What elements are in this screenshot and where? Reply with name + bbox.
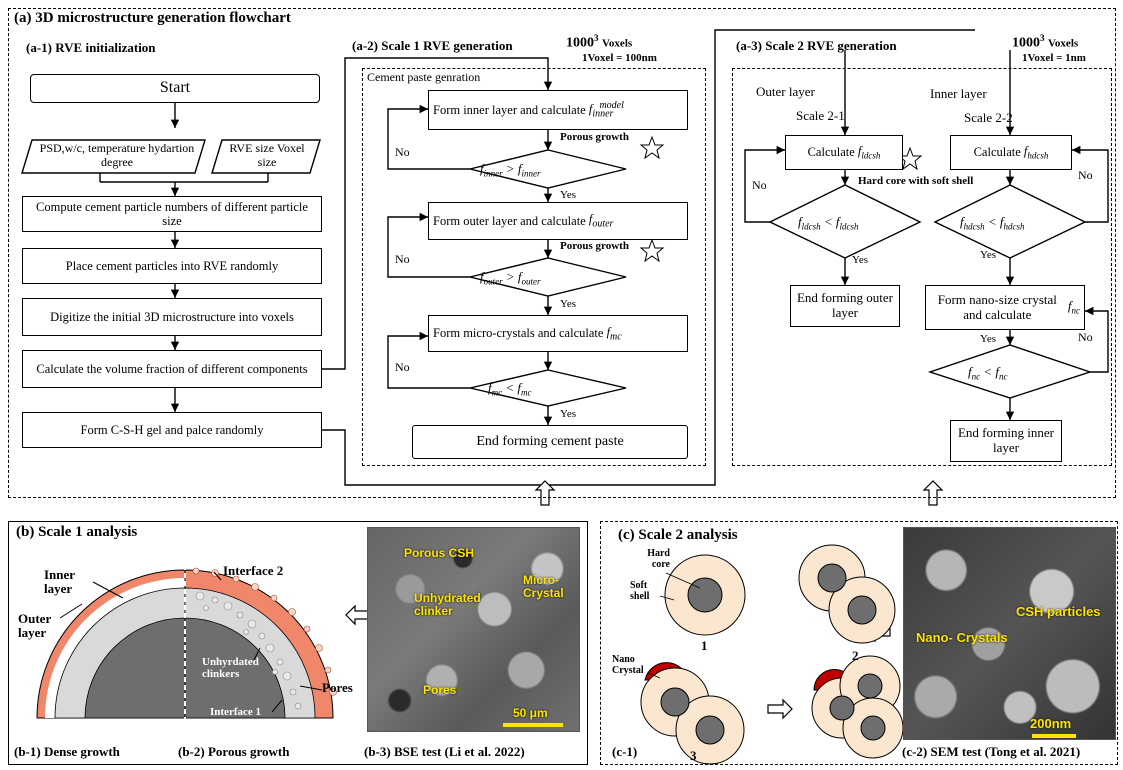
cond-outer: fouter > fouter [480, 269, 541, 287]
calc-ldcsh-box: Calculate fldcsh [785, 135, 903, 170]
form-csh-box: Form C-S-H gel and palce randomly [22, 412, 322, 448]
caption-c1: (c-1) [612, 744, 638, 759]
end-outer-box: End forming outer layer [790, 285, 900, 327]
section-b-title: (b) Scale 1 analysis [16, 524, 138, 540]
inner-layer-b-label: Inner layer [44, 567, 75, 597]
yes-label-a3-2: Yes [980, 249, 997, 261]
nano-crystals-label: Nano- Crystals [916, 630, 1008, 645]
a3-voxels: 10003 Voxels [1012, 33, 1079, 51]
number-1: 1 [701, 638, 708, 653]
hardcore-label: Hard core with soft shell [858, 175, 974, 187]
yes-label-a3-1: Yes [852, 254, 869, 266]
yes-label-3: Yes [560, 408, 577, 420]
porous-csh-label: Porous CSH [404, 546, 475, 560]
unhydrated-label: Unhyrdated clinkers [202, 656, 259, 681]
bse-photo: Porous CSH Unhydrated clinker Micro-Crys… [367, 527, 580, 732]
sem-photo: Nano- Crystals CSH particles 200nm [903, 527, 1116, 740]
caption-b3: (b-3) BSE test (Li et al. 2022) [364, 744, 525, 759]
number-3: 3 [690, 748, 697, 763]
a2-voxels: 10003 Voxels [566, 33, 633, 51]
pores-photo-label: Pores [423, 683, 457, 697]
pores-label: Pores [322, 680, 353, 695]
section-c-title: (c) Scale 2 analysis [618, 527, 738, 543]
no-label-a3-3: No [1078, 330, 1093, 344]
a2-voxel-size: 1Voxel = 100nm [582, 52, 657, 64]
a3-title: (a-3) Scale 2 RVE generation [736, 38, 897, 53]
inner-layer-label: Inner layer [930, 86, 987, 101]
end-inner-box: End forming inner layer [950, 420, 1062, 462]
cond-hdcsh: fhdcsh < fhdcsh [960, 214, 1025, 232]
cond-ldcsh: fldcsh < fldcsh [798, 214, 859, 232]
calc-hdcsh-box: Calculate fhdcsh [950, 135, 1072, 170]
no-label-a3-2: No [1078, 168, 1093, 182]
micro-crystal-label: Micro-Crystal [523, 573, 564, 601]
yes-label-2: Yes [560, 298, 577, 310]
section-c-frame [600, 521, 1118, 765]
interface2-label: Interface 2 [223, 563, 284, 578]
no-label-2: No [395, 252, 410, 266]
micro-crystal-box: Form micro-crystals and calculate fmc [428, 315, 688, 352]
cement-paste-frame [362, 68, 706, 466]
inner-layer-box: Form inner layer and calculate finnermod… [428, 90, 688, 130]
outer-layer-label: Outer layer [756, 84, 815, 99]
cement-label: Cement paste genration [367, 70, 481, 84]
unhydrated-clinker-label: Unhydrated clinker [414, 591, 481, 619]
cond-nc: fnc < fnc [968, 364, 1008, 382]
csh-particles-label: CSH particles [1016, 604, 1101, 619]
section-b-frame [8, 521, 588, 765]
star-icon [639, 238, 665, 263]
hard-core-label: Hard core [647, 548, 670, 570]
caption-c2: (c-2) SEM test (Tong et al. 2021) [902, 744, 1081, 759]
caption-b2: (b-2) Porous growth [178, 744, 290, 759]
scale22-label: Scale 2-2 [964, 110, 1013, 125]
section-a-title: (a) 3D microstructure generation flowcha… [14, 10, 291, 26]
cond-inner: finner > finner [480, 161, 541, 179]
porous-growth-label-2: Porous growth [560, 240, 629, 252]
scale-bar-c [1032, 734, 1076, 738]
no-label-a3-1: No [752, 178, 767, 192]
outer-layer-b-label: Outer layer [18, 611, 51, 641]
scale-label-c: 200nm [1030, 716, 1072, 731]
cond-mc: fmc < fmc [488, 380, 532, 398]
number-2: 2 [852, 648, 859, 663]
rve-size-label: RVE size Voxel size [229, 141, 305, 170]
a3-voxel-size: 1Voxel = 1nm [1022, 52, 1086, 64]
caption-b1: (b-1) Dense growth [14, 744, 120, 759]
nano-crystal-box: Form nano-size crystal and calculate fnc [925, 285, 1085, 330]
section-a-frame [8, 8, 1116, 498]
no-label-1: No [395, 145, 410, 159]
no-label-3: No [395, 360, 410, 374]
end-cement-box: End forming cement paste [412, 425, 688, 459]
outer-layer-box: Form outer layer and calculate fouter [428, 202, 688, 240]
start-box: Start [30, 74, 320, 103]
soft-shell-label: Soft shell [630, 580, 650, 602]
place-box: Place cement particles into RVE randomly [22, 248, 322, 284]
compute-box: Compute cement particle numbers of diffe… [22, 196, 322, 232]
interface1-label: Interface 1 [210, 706, 262, 718]
a1-title: (a-1) RVE initialization [26, 40, 156, 55]
a2-title: (a-2) Scale 1 RVE generation [352, 38, 513, 53]
psd-label: PSD,w/c, temperature hydartion degree [39, 141, 195, 170]
yes-label-a3-3: Yes [980, 333, 997, 345]
yes-label-1: Yes [560, 189, 577, 201]
porous-growth-label-1: Porous growth [560, 131, 629, 143]
scale-bar [503, 723, 563, 727]
a3-frame [732, 68, 1112, 466]
nano-crystal-label: Nano Crystal [612, 654, 644, 676]
calculate-box: Calculate the volume fraction of differe… [22, 350, 322, 388]
scale21-label: Scale 2-1 [796, 108, 845, 123]
scale-label-b: 50 μm [513, 706, 548, 720]
digitize-box: Digitize the initial 3D microstructure i… [22, 298, 322, 336]
star-icon [639, 135, 665, 160]
